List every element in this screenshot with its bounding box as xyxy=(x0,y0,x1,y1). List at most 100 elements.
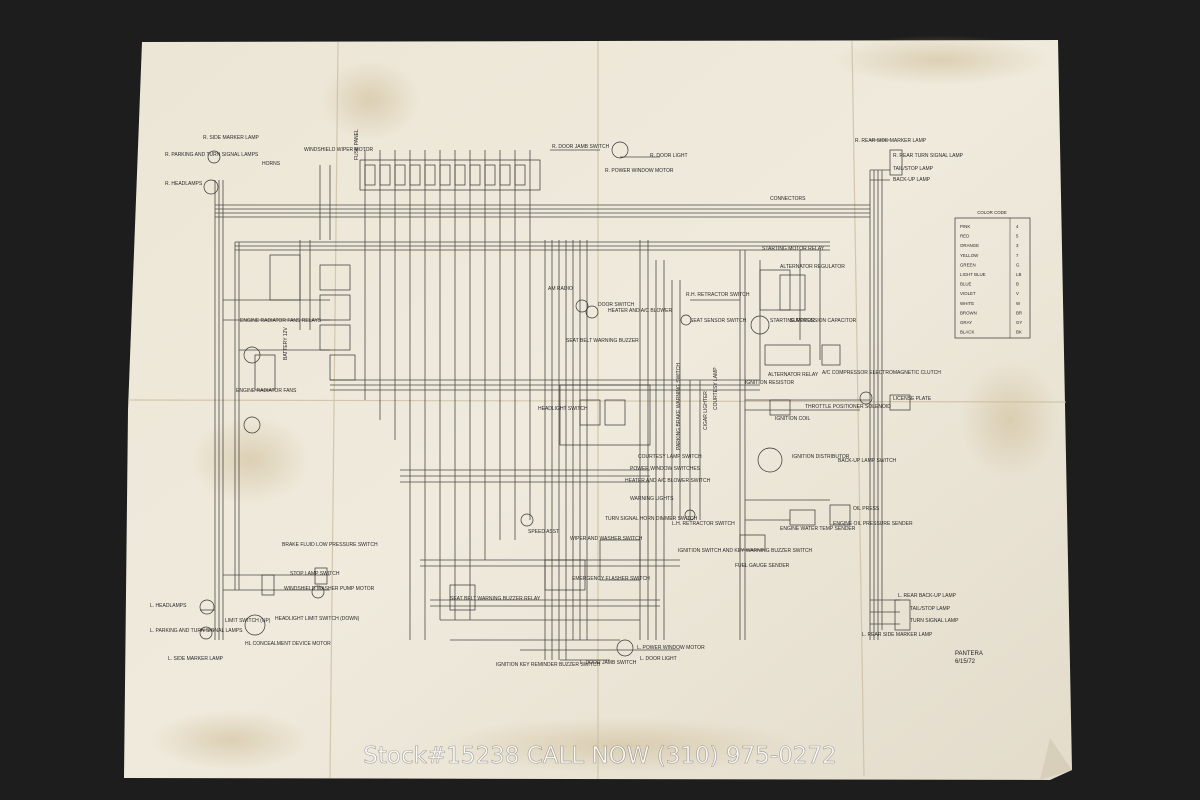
label-heater-blower-switch: HEATER AND A/C BLOWER SWITCH xyxy=(625,478,711,484)
label-r-rear-side-marker: R. REAR SIDE MARKER LAMP xyxy=(855,138,927,144)
label-ignition-key-switch: IGNITION SWITCH AND KEY WARNING BUZZER S… xyxy=(678,548,813,554)
color-code-value: 5 xyxy=(1016,234,1019,239)
label-courtesy-lamp: COURTESY LAMP xyxy=(713,367,719,410)
label-parking-brake-warning: PARKING BRAKE WARNING SWITCH xyxy=(676,363,682,450)
label-ignition-resistor: IGNITION RESISTOR xyxy=(745,380,794,386)
label-power-window-switches: POWER WINDOW SWITCHES xyxy=(630,466,701,472)
label-engine-oil-pressure-sender: ENGINE OIL PRESSURE SENDER xyxy=(833,521,913,527)
label-alternator-regulator: ALTERNATOR REGULATOR xyxy=(780,264,845,270)
color-code-color: WHITE xyxy=(960,301,974,306)
label-starting-motor-relay: STARTING MOTOR RELAY xyxy=(762,246,825,252)
color-code-value: W xyxy=(1016,301,1021,306)
label-turn-signal-flasher: TURN SIGNAL HORN DIMMER SWITCH xyxy=(605,516,698,522)
label-brake-fluid-switch: BRAKE FLUID LOW PRESSURE SWITCH xyxy=(282,542,378,548)
label-r-power-window-motor: R. POWER WINDOW MOTOR xyxy=(605,168,674,174)
title-name: PANTERA xyxy=(955,651,983,657)
label-l-rear-side-marker: L. REAR SIDE MARKER LAMP xyxy=(862,632,933,638)
label-r-door-jamb-switch: R. DOOR JAMB SWITCH xyxy=(552,144,610,150)
label-heater-ac-blower: HEATER AND A/C BLOWER xyxy=(608,308,672,314)
label-speed-asst: SPEED ASST xyxy=(528,529,559,535)
components xyxy=(199,141,911,657)
color-code-value: 7 xyxy=(1016,253,1019,258)
label-r-side-marker: R. SIDE MARKER LAMP xyxy=(203,135,260,141)
label-starting-motor: STARTING MOTOR xyxy=(770,318,815,324)
label-engine-radiator-fans-relays: ENGINE RADIATOR FANS RELAYS xyxy=(240,318,322,324)
label-alternator-relay: ALTERNATOR RELAY xyxy=(768,372,819,378)
color-code-color: LIGHT BLUE xyxy=(960,272,986,277)
label-fuse-panel: FUSE PANEL xyxy=(354,129,360,160)
label-l-power-window-motor: L. POWER WINDOW MOTOR xyxy=(637,645,705,651)
label-r-parking-turn: R. PARKING AND TURN SIGNAL LAMPS xyxy=(165,152,259,158)
label-l-turn-signal: TURN SIGNAL LAMP xyxy=(910,618,959,624)
label-headlight-switch: HEADLIGHT SWITCH xyxy=(538,406,588,412)
label-windshield-washer-pump: WINDSHIELD WASHER PUMP MOTOR xyxy=(284,586,375,592)
color-code-color: GRAY xyxy=(960,320,972,325)
label-seat-belt-buzzer: SEAT BELT WARNING BUZZER xyxy=(566,338,639,344)
color-code-color: YELLOW xyxy=(960,253,979,258)
color-code-color: VIOLET xyxy=(960,291,976,296)
color-code-title: COLOR CODE xyxy=(977,210,1007,215)
label-ignition-coil: IGNITION COIL xyxy=(775,416,811,422)
label-rh-retractor-switch: R.H. RETRACTOR SWITCH xyxy=(686,292,750,298)
color-code-value: LB xyxy=(1016,272,1021,277)
label-l-door-jamb-switch: L. DOOR JAMB SWITCH xyxy=(580,660,637,666)
label-tail-stop-lamp-r: TAIL/STOP LAMP xyxy=(893,166,934,172)
label-seat-belt-relay: SEAT BELT WARNING BUZZER RELAY xyxy=(450,596,541,602)
color-code-value: 3 xyxy=(1016,243,1019,248)
label-back-up-lamp-switch: BACK-UP LAMP SWITCH xyxy=(838,458,897,464)
color-code-color: RED xyxy=(960,234,969,239)
fuse-panel xyxy=(359,159,541,191)
label-lh-retractor-switch: L.H. RETRACTOR SWITCH xyxy=(672,521,735,527)
color-code-value: B xyxy=(1016,282,1019,287)
color-code-value: 4 xyxy=(1016,224,1019,229)
label-warning-lights: WARNING LIGHTS xyxy=(630,496,674,502)
color-code-color: PINK xyxy=(960,224,970,229)
label-l-rear-back-up: L. REAR BACK-UP LAMP xyxy=(898,593,957,599)
color-code-color: GREEN xyxy=(960,262,976,267)
age-stains xyxy=(150,35,1060,773)
label-oil-press: OIL PRESS xyxy=(853,506,880,512)
label-seat-sensor-switch: SEAT SENSOR SWITCH xyxy=(690,318,747,324)
label-emergency-flasher-switch: EMERGENCY FLASHER SWITCH xyxy=(572,576,650,582)
color-code-color: BROWN xyxy=(960,310,977,315)
label-r-door-light: R. DOOR LIGHT xyxy=(650,153,688,159)
label-headlight-concealment-motor: HL CONCEALMENT DEVICE MOTOR xyxy=(245,641,331,647)
label-horns: HORNS xyxy=(262,161,281,167)
label-throttle-solenoid: THROTTLE POSITIONER SOLENOID xyxy=(805,404,891,410)
color-code-value: GY xyxy=(1016,320,1022,325)
color-code-color: BLACK xyxy=(960,330,974,335)
label-l-tail-stop: TAIL/STOP LAMP xyxy=(910,606,951,612)
label-stop-lamp-switch: STOP LAMP SWITCH xyxy=(290,571,340,577)
fold-lines xyxy=(127,40,1067,779)
label-connectors: CONNECTORS xyxy=(770,196,806,202)
label-windshield-wiper-motor: WINDSHIELD WIPER MOTOR xyxy=(304,147,373,153)
label-l-side-marker: L. SIDE MARKER LAMP xyxy=(168,656,224,662)
folded-corner xyxy=(1040,738,1072,780)
label-headlight-limit-switch: HEADLIGHT LIMIT SWITCH (DOWN) xyxy=(275,616,360,622)
label-limit-switch: LIMIT SWITCH (UP) xyxy=(225,618,271,624)
title-date: 6/15/72 xyxy=(955,659,976,665)
label-fuel-gauge-sender: FUEL GAUGE SENDER xyxy=(735,563,790,569)
label-l-door-light: L. DOOR LIGHT xyxy=(640,656,677,662)
color-code-value: G xyxy=(1016,262,1020,267)
label-r-headlamps: R. HEADLAMPS xyxy=(165,181,203,187)
label-door-switch: DOOR SWITCH xyxy=(598,302,634,308)
stock-watermark: Stock#15238 CALL NOW (310) 975-0272 xyxy=(363,743,836,769)
label-ignition-distributor: IGNITION DISTRIBUTOR xyxy=(792,454,850,460)
label-r-rear-turn: R. REAR TURN SIGNAL LAMP xyxy=(893,153,964,159)
label-back-up-lamp-r: BACK-UP LAMP xyxy=(893,177,931,183)
label-cigar-lighter: CIGAR LIGHTER xyxy=(703,391,709,430)
component-labels: R. SIDE MARKER LAMP R. PARKING AND TURN S… xyxy=(150,129,964,668)
label-wiper-washer-switch: WIPER AND WASHER SWITCH xyxy=(570,536,643,542)
label-courtesy-lamp-switch: COURTESY LAMP SWITCH xyxy=(638,454,702,460)
label-ac-compressor-clutch: A/C COMPRESSOR ELECTROMAGNETIC CLUTCH xyxy=(822,370,941,376)
label-suppression-capacitor: SUPPRESSION CAPACITOR xyxy=(790,318,857,324)
label-ignition-key-buzzer: IGNITION KEY REMINDER BUZZER SWITCH xyxy=(496,662,600,668)
color-code-value: V xyxy=(1016,291,1019,296)
label-license-plate: LICENSE PLATE xyxy=(893,396,932,402)
label-engine-radiator-fans: ENGINE RADIATOR FANS xyxy=(236,388,297,394)
color-code-value: BR xyxy=(1016,310,1022,315)
label-radio: AM RADIO xyxy=(548,286,573,292)
